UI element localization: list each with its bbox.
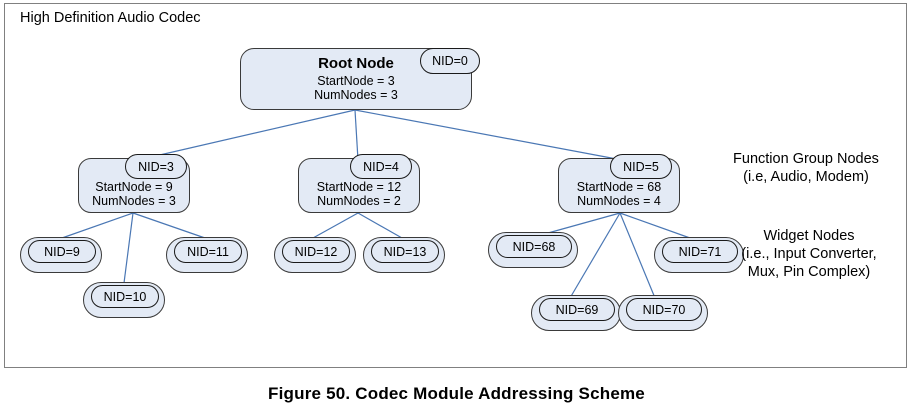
function-group-nid5-numnodes: NumNodes = 4 <box>577 194 661 208</box>
widget-nid13-badge: NID=13 <box>371 240 439 263</box>
legend-widget-line1: Widget Nodes <box>763 228 855 244</box>
function-group-nid4-badge: NID=4 <box>350 154 412 179</box>
root-node-nid-badge: NID=0 <box>420 48 480 74</box>
legend-widget-line2: (i.e., Input Converter, <box>741 246 877 262</box>
function-group-nid3-badge: NID=3 <box>125 154 187 179</box>
widget-node-nid68[interactable]: NID=68 <box>488 232 578 268</box>
function-group-nid3-startnode: StartNode = 9 <box>95 180 173 194</box>
widget-nid12-badge: NID=12 <box>282 240 350 263</box>
widget-nid71-badge: NID=71 <box>662 240 738 263</box>
root-node[interactable]: Root Node StartNode = 3 NumNodes = 3 <box>240 48 472 110</box>
widget-nid70-badge: NID=70 <box>626 298 702 321</box>
function-group-nid5-startnode: StartNode = 68 <box>576 180 662 194</box>
widget-node-nid13[interactable]: NID=13 <box>363 237 445 273</box>
function-group-nid3-numnodes: NumNodes = 3 <box>92 194 176 208</box>
widget-node-nid11[interactable]: NID=11 <box>166 237 248 273</box>
legend-widget: Widget Nodes (i.e., Input Converter, Mux… <box>716 227 902 281</box>
function-group-nid4-numnodes: NumNodes = 2 <box>317 194 401 208</box>
function-group-nid4-startnode: StartNode = 12 <box>316 180 402 194</box>
widget-node-nid10[interactable]: NID=10 <box>83 282 165 318</box>
widget-node-nid70[interactable]: NID=70 <box>618 295 708 331</box>
legend-function-group-line2: (i.e, Audio, Modem) <box>743 169 869 185</box>
widget-nid11-badge: NID=11 <box>174 240 242 263</box>
widget-node-nid12[interactable]: NID=12 <box>274 237 356 273</box>
figure-caption: Figure 50. Codec Module Addressing Schem… <box>268 384 645 403</box>
diagram-title: High Definition Audio Codec <box>20 10 201 26</box>
legend-function-group-line1: Function Group Nodes <box>733 151 879 167</box>
widget-node-nid9[interactable]: NID=9 <box>20 237 102 273</box>
widget-nid69-badge: NID=69 <box>539 298 615 321</box>
widget-nid68-badge: NID=68 <box>496 235 572 258</box>
legend-widget-line3: Mux, Pin Complex) <box>747 264 871 280</box>
widget-nid10-badge: NID=10 <box>91 285 159 308</box>
root-node-title: Root Node <box>318 55 394 72</box>
widget-node-nid71[interactable]: NID=71 <box>654 237 744 273</box>
root-node-numnodes: NumNodes = 3 <box>314 88 398 102</box>
function-group-nid5-badge: NID=5 <box>610 154 672 179</box>
widget-nid9-badge: NID=9 <box>28 240 96 263</box>
widget-node-nid69[interactable]: NID=69 <box>531 295 621 331</box>
root-node-startnode: StartNode = 3 <box>317 74 395 88</box>
legend-function-group: Function Group Nodes (i.e, Audio, Modem) <box>716 150 896 186</box>
